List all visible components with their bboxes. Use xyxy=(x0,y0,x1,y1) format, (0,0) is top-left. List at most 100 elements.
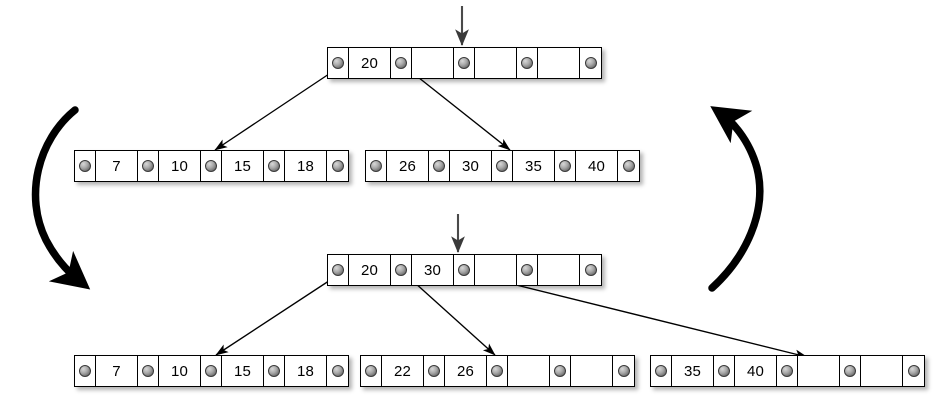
key-cell: 26 xyxy=(445,356,487,386)
child-pointer-icon xyxy=(584,264,597,276)
key-cell xyxy=(412,48,454,78)
key-cell: 30 xyxy=(412,255,454,285)
key-cell: 26 xyxy=(387,151,429,181)
pointer-cell[interactable] xyxy=(264,356,285,386)
pointer-cell[interactable] xyxy=(391,255,412,285)
child-pointer-icon xyxy=(907,365,920,377)
child-pointer-icon xyxy=(844,365,856,377)
pointer-cell[interactable] xyxy=(75,151,96,181)
key-cell xyxy=(508,356,550,386)
leaf-node-after-left[interactable]: 7 10 15 18 xyxy=(74,355,349,387)
key-cell: 22 xyxy=(382,356,424,386)
child-pointer-icon xyxy=(365,365,377,377)
key-cell: 40 xyxy=(735,356,777,386)
child-pointer-icon xyxy=(79,160,91,172)
pointer-cell[interactable] xyxy=(777,356,798,386)
child-pointer-icon xyxy=(781,365,793,377)
pointer-cell[interactable] xyxy=(201,356,222,386)
child-pointer-icon xyxy=(718,365,730,377)
key-cell: 20 xyxy=(349,255,391,285)
child-pointer-icon xyxy=(521,57,533,69)
pointer-cell[interactable] xyxy=(487,356,508,386)
child-pointer-icon xyxy=(370,160,382,172)
key-cell: 35 xyxy=(672,356,714,386)
pointer-cell[interactable] xyxy=(327,356,348,386)
pointer-cell[interactable] xyxy=(517,255,538,285)
root-node-before[interactable]: 20 xyxy=(327,47,602,79)
leaf-node-before-right[interactable]: 26 30 35 40 xyxy=(365,150,640,182)
child-pointer-icon xyxy=(433,160,445,172)
pointer-cell[interactable] xyxy=(555,151,576,181)
child-pointer-icon xyxy=(142,365,154,377)
pointer-cell[interactable] xyxy=(138,356,159,386)
key-cell: 15 xyxy=(222,151,264,181)
child-pointer-icon xyxy=(268,160,280,172)
pointer-cell[interactable] xyxy=(75,356,96,386)
child-pointer-icon xyxy=(559,160,571,172)
leaf-node-after-right[interactable]: 35 40 xyxy=(650,355,925,387)
pointer-cell[interactable] xyxy=(714,356,735,386)
key-cell xyxy=(538,48,580,78)
child-pointer-icon xyxy=(395,264,407,276)
key-cell: 18 xyxy=(285,356,327,386)
child-pointer-icon xyxy=(79,365,91,377)
pointer-cell[interactable] xyxy=(391,48,412,78)
pointer-cell[interactable] xyxy=(517,48,538,78)
pointer-cell[interactable] xyxy=(366,151,387,181)
pointer-cell[interactable] xyxy=(651,356,672,386)
pointer-cell[interactable] xyxy=(840,356,861,386)
key-cell: 35 xyxy=(513,151,555,181)
child-pointer-icon xyxy=(617,365,630,377)
pointer-cell[interactable] xyxy=(138,151,159,181)
key-cell xyxy=(861,356,903,386)
key-cell: 40 xyxy=(576,151,618,181)
child-pointer-icon xyxy=(521,264,533,276)
key-cell: 15 xyxy=(222,356,264,386)
child-pointer-icon xyxy=(331,365,344,377)
child-pointer-icon xyxy=(491,365,503,377)
pointer-cell[interactable] xyxy=(328,48,349,78)
pointer-cell[interactable] xyxy=(454,255,475,285)
key-cell xyxy=(798,356,840,386)
child-pointer-icon xyxy=(205,365,217,377)
pointer-cell[interactable] xyxy=(618,151,639,181)
key-cell: 10 xyxy=(159,356,201,386)
key-cell: 7 xyxy=(96,356,138,386)
child-pointer-icon xyxy=(458,57,470,69)
key-cell: 18 xyxy=(285,151,327,181)
child-pointer-icon xyxy=(142,160,154,172)
key-cell: 10 xyxy=(159,151,201,181)
pointer-cell[interactable] xyxy=(454,48,475,78)
child-pointer-icon xyxy=(428,365,440,377)
pointer-cell[interactable] xyxy=(903,356,924,386)
pointer-cell[interactable] xyxy=(580,48,601,78)
child-pointer-icon xyxy=(584,57,597,69)
pointer-cell[interactable] xyxy=(327,151,348,181)
child-pointer-icon xyxy=(205,160,217,172)
pointer-cell[interactable] xyxy=(613,356,634,386)
child-pointer-icon xyxy=(655,365,667,377)
key-cell xyxy=(475,255,517,285)
leaf-node-before-left[interactable]: 7 10 15 18 xyxy=(74,150,349,182)
pointer-cell[interactable] xyxy=(429,151,450,181)
key-cell: 20 xyxy=(349,48,391,78)
pointer-cell[interactable] xyxy=(580,255,601,285)
connector-after-root-to-left-leaf xyxy=(215,272,342,356)
flow-arrow-left-down xyxy=(31,106,91,290)
key-cell: 30 xyxy=(450,151,492,181)
key-cell xyxy=(538,255,580,285)
child-pointer-icon xyxy=(268,365,280,377)
pointer-cell[interactable] xyxy=(201,151,222,181)
key-cell: 7 xyxy=(96,151,138,181)
pointer-cell[interactable] xyxy=(424,356,445,386)
pointer-cell[interactable] xyxy=(264,151,285,181)
pointer-cell[interactable] xyxy=(328,255,349,285)
pointer-cell[interactable] xyxy=(361,356,382,386)
child-pointer-icon xyxy=(395,57,407,69)
child-pointer-icon xyxy=(496,160,508,172)
pointer-cell[interactable] xyxy=(550,356,571,386)
pointer-cell[interactable] xyxy=(492,151,513,181)
leaf-node-after-middle[interactable]: 22 26 xyxy=(360,355,635,387)
